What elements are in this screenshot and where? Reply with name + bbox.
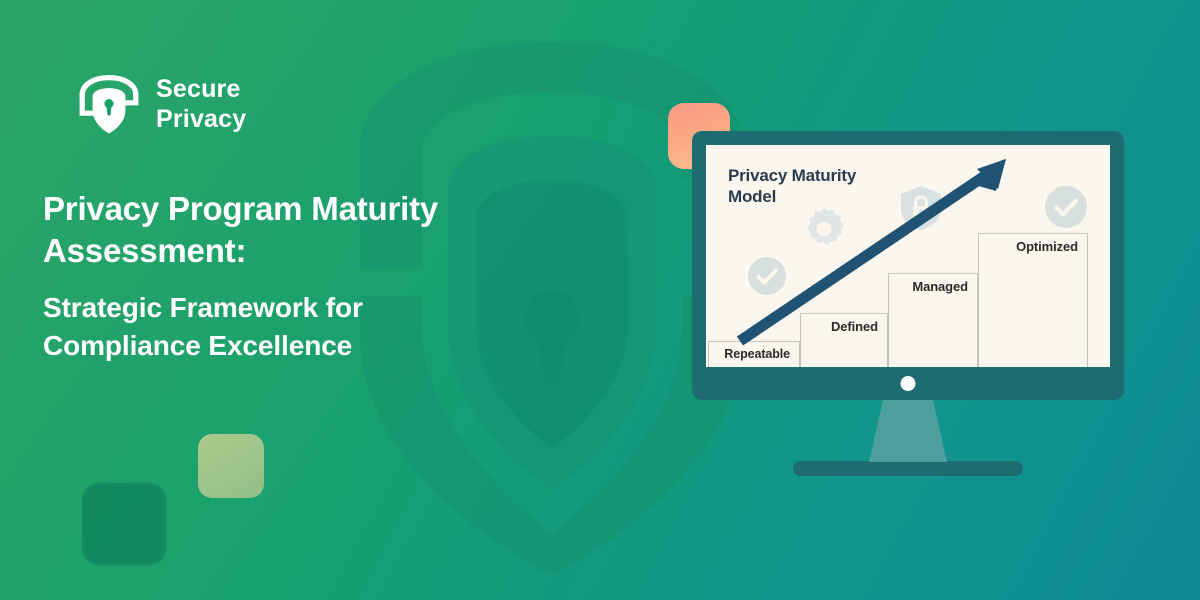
maturity-step: Repeatable xyxy=(708,341,800,367)
brand-name-line2: Privacy xyxy=(156,105,247,133)
maturity-step: Managed xyxy=(888,273,978,367)
screen-title: Privacy Maturity Model xyxy=(728,165,856,208)
screen-title-line1: Privacy Maturity xyxy=(728,166,857,185)
brand-logo[interactable]: Secure Privacy xyxy=(78,72,246,136)
maturity-step: Optimized xyxy=(978,233,1088,367)
monitor-bezel: Privacy Maturity Model xyxy=(692,131,1124,400)
camera-dot-icon xyxy=(900,376,916,391)
brand-wordmark: Secure Privacy xyxy=(156,74,246,135)
maturity-step-label: Defined xyxy=(831,319,878,334)
upward-growth-arrow-icon xyxy=(736,159,1006,346)
monitor-stand-neck xyxy=(869,400,947,462)
brand-name-line1: Secure xyxy=(156,74,241,103)
check-circle-icon xyxy=(1045,186,1087,228)
monitor-screen: Privacy Maturity Model xyxy=(706,145,1110,367)
page-subtitle: Strategic Framework for Compliance Excel… xyxy=(43,292,363,362)
screen-title-line2: Model xyxy=(728,187,777,207)
maturity-step-label: Managed xyxy=(912,279,968,294)
headline-block: Privacy Program Maturity Assessment: Str… xyxy=(43,188,473,365)
decor-square-olive xyxy=(198,434,264,498)
gear-icon xyxy=(807,208,844,245)
check-circle-icon xyxy=(748,257,786,295)
monitor-stand-base xyxy=(793,461,1023,476)
maturity-staircase: Repeatable Defined Managed Optimized xyxy=(706,145,1110,367)
monitor-illustration: Privacy Maturity Model xyxy=(692,131,1124,476)
maturity-step: Defined xyxy=(800,313,888,367)
page-title: Privacy Program Maturity Assessment: xyxy=(43,190,439,269)
maturity-step-label: Repeatable xyxy=(724,347,790,361)
maturity-step-label: Optimized xyxy=(1016,239,1078,254)
shield-keyhole-icon xyxy=(79,74,139,134)
decor-square-dark-green xyxy=(82,483,166,565)
